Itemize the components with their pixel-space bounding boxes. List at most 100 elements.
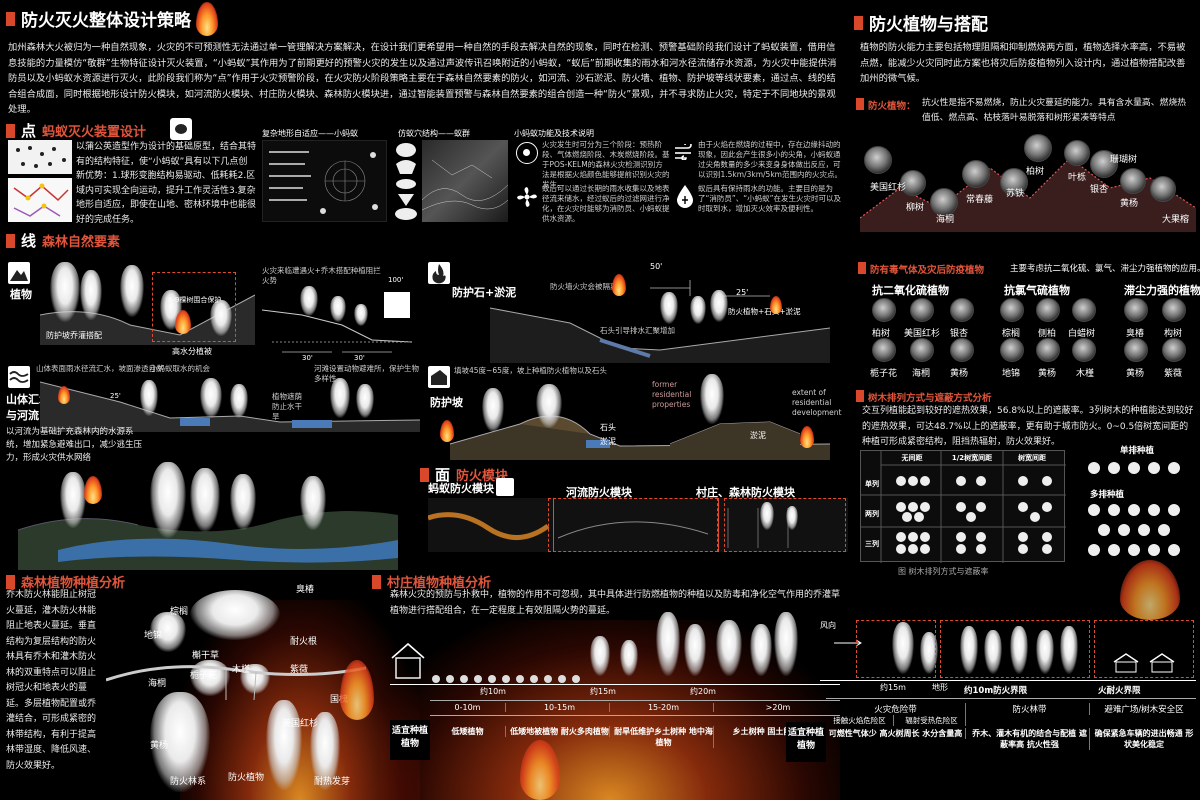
single-row-label: 单排种植 xyxy=(1120,446,1155,456)
tree-shape xyxy=(700,374,724,424)
tree-shape xyxy=(710,290,728,322)
plant-thumbnail xyxy=(1150,176,1176,202)
plant-thumbnail xyxy=(1162,298,1186,322)
tree-shape xyxy=(150,692,210,792)
tree-shape xyxy=(760,502,774,530)
plant-thumbnail xyxy=(1064,140,1090,166)
toxic-group-1: 抗二氧化硫植物 xyxy=(872,284,949,297)
fire-plant-name: 常春藤 xyxy=(966,195,994,205)
water-note2: 小蚂蚁取水的机会 xyxy=(150,364,210,373)
tree-shape xyxy=(716,620,742,676)
tree-shape xyxy=(330,296,346,322)
tree-shape xyxy=(690,296,706,324)
arrange-title: 树木排列方式与遮蔽方式分析 xyxy=(868,393,992,404)
fire-plants-title-text: 防火植物与搭配 xyxy=(869,15,988,35)
tree-shape xyxy=(482,388,504,432)
flame-icon xyxy=(440,420,454,442)
plant-thumbnail xyxy=(1036,298,1060,322)
village-description: 森林火灾的预防与扑救中，植物的作用不可忽视，其中具体进行防燃植物的种植以及防毒和… xyxy=(390,590,841,616)
tree-shape xyxy=(300,476,326,530)
former-note: former residential properties xyxy=(652,380,692,409)
suit-row: 低矮植物 低矮地被植物 耐火多肉植物 耐旱低维护乡土树种 地中海植物 乡土树种 … xyxy=(430,722,840,752)
flame-icon xyxy=(58,386,70,404)
plant-thumbnail xyxy=(1000,338,1024,362)
tree-shape xyxy=(80,270,102,320)
plant-thumbnail xyxy=(1124,338,1148,362)
tree-shape xyxy=(266,700,302,790)
arrange-description: 交互列植能起到较好的遮热效果，56.8%以上的遮蔽率。3列树木的种植能达到较好的… xyxy=(862,406,1194,447)
tree-shape xyxy=(310,712,340,790)
module-1-label: 蚂蚁防火模块 xyxy=(428,482,494,495)
toxic-plant: 黄杨 xyxy=(1038,369,1057,379)
plant-thumbnail xyxy=(1162,338,1186,362)
forest-plant-label: 木槿 xyxy=(232,665,251,675)
tree-shape xyxy=(60,472,86,528)
water-note3: 植物遮荫防止水干旱 xyxy=(272,392,302,421)
multi-row-label: 多排种植 xyxy=(1090,490,1125,500)
fire-plant-name: 苏铁 xyxy=(1006,189,1025,199)
stone-label: 防护石+淤泥 xyxy=(452,286,517,299)
forest-plant-label: 棕榈 xyxy=(170,607,189,617)
suit-item: 低矮地被植物 耐火多肉植物 xyxy=(510,726,610,737)
tree-shape xyxy=(590,636,610,676)
right-suit-item: 乔木、灌木有机的结合与配植 遮蔽率高 抗火性强 xyxy=(970,728,1090,750)
mountain-icon xyxy=(8,262,30,284)
forest-description: 乔木防火林能阻止树冠火蔓延，灌木防火林能阻止地表火蔓延。垂直结构为复层结构的防火… xyxy=(6,590,97,771)
tree-shape xyxy=(1036,630,1054,674)
forest-plant-label: 国槐 xyxy=(330,695,349,705)
tech-note-4: 蚁后具有保持雨水的功能。主要目的是为了“消防员”、“小蚂蚁”在发生火灾时可以及时… xyxy=(698,184,842,213)
right-dist-1: 约15m xyxy=(880,683,906,692)
intro-paragraph: 加州森林大火被归为一种自然现象，火灾的不可预测性无法通过单一管理解决方案解决，在… xyxy=(8,42,837,115)
dim-100: 100' xyxy=(388,276,404,284)
plant-thumbnail xyxy=(900,170,926,196)
dim-30a: 30' xyxy=(302,354,313,362)
tree-shape xyxy=(786,506,798,530)
zone-label: 避难广场/树木安全区 xyxy=(1104,705,1184,715)
tree-shape xyxy=(1010,626,1028,674)
forest-ground xyxy=(105,640,367,701)
point-title: 蚂蚁灭火装置设计 xyxy=(42,125,147,140)
water-dim: 25' xyxy=(110,392,121,400)
row-head: 三列 xyxy=(865,540,879,548)
plant-belt: 高水分植被 xyxy=(172,347,212,356)
toxic-description: 主要考虑抗二氧化硫、氯气、滞尘力强植物的应用。 xyxy=(1010,264,1200,274)
tree-shape xyxy=(750,624,772,676)
terrain-diagram xyxy=(262,140,387,222)
water-note4: 河滩设置动物避难所，保护生物多样性 xyxy=(314,364,419,383)
house-icon xyxy=(1110,650,1180,674)
toxic-group-2: 抗氯气硫植物 xyxy=(1004,284,1070,297)
plant-thumbnail xyxy=(1120,168,1146,194)
anthill-shapes xyxy=(392,140,420,222)
suit-label-box: 适宜种植植物 xyxy=(390,720,430,760)
arrange-marker xyxy=(856,390,864,402)
plant-thumbnail xyxy=(872,338,896,362)
band-label: 15-20m xyxy=(614,703,714,712)
plant-thumbnail xyxy=(962,160,990,188)
stone-tag: 防火植物+石头+淤泥 xyxy=(728,307,801,316)
forest-plant-label: 地锦 xyxy=(144,631,163,641)
zone-label: 防火林带 xyxy=(970,703,1090,715)
tree-shape xyxy=(960,626,978,674)
tree-shape xyxy=(210,300,232,336)
main-title: 防火灭火整体设计策略 xyxy=(6,6,191,31)
module-2-label: 河流防火模块 xyxy=(566,486,632,499)
forest-title: 森林植物种植分析 xyxy=(21,576,126,591)
arrange-caption: 图 树木排列方式与遮蔽率 xyxy=(898,567,989,576)
right-dist-3: 约10m防火界限 xyxy=(964,686,1028,696)
col-head: 无间距 xyxy=(901,454,923,462)
fire-plants-description: 植物的防火能力主要包括物理阻隔和抑制燃烧两方面，植物选择水率高，不易被点燃，能减… xyxy=(860,42,1186,84)
forest-plant-label: 海桐 xyxy=(148,679,167,689)
toxic-plant: 白蜡树 xyxy=(1068,329,1096,339)
shrub-row xyxy=(430,668,590,683)
toxic-marker xyxy=(858,262,866,274)
plant-thumbnail xyxy=(1072,338,1096,362)
flame-icon xyxy=(770,296,782,314)
tree-shape xyxy=(656,612,680,676)
forest-plant-label: 防火植物 xyxy=(228,773,265,783)
module-3-box xyxy=(724,498,846,552)
forest-plant-label: 栀子花 xyxy=(190,671,218,681)
wave-icon xyxy=(8,366,30,388)
right-dist-2: 地形 xyxy=(932,683,948,692)
flame-icon xyxy=(520,740,560,800)
fire-plant-name: 海桐 xyxy=(936,215,955,225)
